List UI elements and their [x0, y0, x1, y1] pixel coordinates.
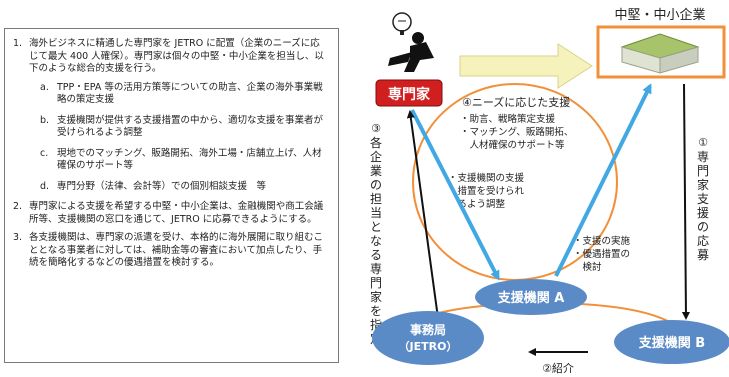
application-arrow — [681, 83, 690, 320]
sub-item-a: a. TPP・EPA 等の活用方策等についての助言、企業の海外事業戦略の策定支援 — [29, 82, 329, 107]
secretariat-node: 事務局 （JETRO） — [372, 311, 484, 365]
needs-title: ④ニーズに応じた支援 — [462, 95, 570, 109]
referral-label: ②紹介 — [542, 362, 574, 375]
needs-item: ・マッチング、販路開拓、 — [460, 126, 573, 138]
description-panel: 1. 海外ビジネスに精通した専門家を JETRO に配置（企業のニーズに応じて最… — [4, 28, 339, 363]
company-label: 中堅・中小企業 — [614, 7, 705, 23]
list-item-3: 3. 各支援機関は、専門家の派遣を受け、本格的に海外展開に取り組むこととなる事業… — [13, 232, 329, 270]
sub-item-c: c. 現地でのマッチング、販路開拓、海外工場・店舗立上げ、人材確保のサポート等 — [29, 148, 329, 173]
step3-vertical-text: ③ 各 企 業 の 担 当 と な る 専 門 家 を 指 定 — [370, 122, 382, 346]
implementation-line: 検討 — [573, 261, 602, 273]
expert-badge: 専門家 — [375, 79, 443, 107]
item-number: 1. — [13, 38, 23, 49]
sub-item-text: 専門分野（法律、会計等）での個別相談支援 等 — [57, 180, 267, 192]
implementation-note: ・支援の実施 ・優遇措置の 検討 — [573, 235, 631, 273]
step1-char: ① — [698, 136, 708, 149]
step3-char: を — [370, 304, 382, 318]
implementation-arrow — [554, 83, 652, 277]
step3-char: の — [370, 178, 382, 192]
step1-char: 応 — [697, 234, 709, 248]
sub-item-mark: c. — [40, 147, 49, 159]
step1-char: 門 — [697, 164, 709, 178]
factory-icon — [620, 33, 700, 74]
step1-vertical-text: ① 専 門 家 支 援 の 応 募 — [697, 136, 709, 262]
step3-char: な — [370, 234, 382, 248]
step1-char: 募 — [697, 248, 709, 262]
step3-char: る — [370, 248, 382, 262]
list-item-1: 1. 海外ビジネスに精通した専門家を JETRO に配置（企業のニーズに応じて最… — [13, 38, 329, 193]
agency-a-label: 支援機関 A — [497, 290, 565, 306]
support-flow-diagram: 中堅・中小企業 専門家 ④ニーズに応じた支援 ・助言、戦略策定支援 ・マッチング… — [370, 7, 729, 375]
step3-char: と — [370, 220, 382, 234]
implementation-line: ・支援の実施 — [573, 235, 631, 247]
sub-item-text: 現地でのマッチング、販路開拓、海外工場・店舗立上げ、人材確保のサポート等 — [57, 147, 322, 172]
coordination-arrow — [410, 109, 500, 281]
step3-char: 企 — [370, 149, 382, 164]
step3-char: 当 — [370, 206, 382, 220]
needs-item: 人材確保のサポート等 — [460, 139, 565, 151]
agency-b-label: 支援機関 B — [638, 335, 705, 351]
step1-char: 家 — [697, 177, 709, 192]
sub-item-b: b. 支援機関が提供する支援措置の中から、適切な支援を事業者が受けられるよう調整 — [29, 115, 329, 140]
step1-char: の — [697, 220, 709, 234]
step1-char: 専 — [697, 150, 709, 164]
secretariat-label: 事務局 — [410, 322, 446, 337]
coordination-line: ・支援機関の支援 — [448, 172, 525, 184]
expert-icon — [388, 12, 434, 72]
list-item-2: 2. 専門家による支援を希望する中堅・中小企業は、金融機関や商工会議所等、支援機… — [13, 201, 329, 226]
step1-char: 援 — [697, 206, 709, 220]
item-text: 各支援機関は、専門家の派遣を受け、本格的に海外展開に取り組むこととなる事業者に対… — [29, 232, 324, 268]
sub-item-d: d. 専門分野（法律、会計等）での個別相談支援 等 — [29, 181, 329, 194]
secretariat-sublabel: （JETRO） — [399, 340, 458, 353]
needs-item: ・助言、戦略策定支援 — [460, 113, 556, 125]
step3-char: 担 — [370, 192, 382, 206]
sub-item-text: 支援機関が提供する支援措置の中から、適切な支援を事業者が受けられるよう調整 — [57, 114, 324, 139]
step3-char: 家 — [370, 289, 382, 304]
needs-support-box: ④ニーズに応じた支援 ・助言、戦略策定支援 ・マッチング、販路開拓、 人材確保の… — [460, 95, 573, 151]
agency-a-node: 支援機関 A — [475, 279, 587, 315]
step3-char: 各 — [370, 135, 382, 150]
sub-item-mark: b. — [40, 114, 50, 126]
item-text: 専門家による支援を希望する中堅・中小企業は、金融機関や商工会議所等、支援機関の窓… — [29, 201, 324, 225]
sub-item-text: TPP・EPA 等の活用方策等についての助言、企業の海外事業戦略の策定支援 — [57, 81, 323, 106]
step3-char: 専 — [370, 262, 382, 276]
coordination-line: 措置を受けられ — [448, 185, 525, 197]
dispatch-arrow — [459, 43, 593, 89]
item-text: 海外ビジネスに精通した専門家を JETRO に配置（企業のニーズに応じて最大 4… — [29, 38, 324, 74]
implementation-line: ・優遇措置の — [573, 248, 630, 260]
company-node: 中堅・中小企業 — [596, 7, 726, 79]
assignment-arrow — [406, 110, 439, 319]
item-number: 3. — [13, 232, 23, 243]
agency-b-node: 支援機関 B — [614, 320, 729, 364]
step3-char: 門 — [370, 276, 382, 290]
step1-char: 支 — [697, 192, 709, 206]
sub-item-mark: a. — [40, 81, 49, 93]
sub-item-mark: d. — [40, 180, 50, 192]
step3-char: 業 — [370, 164, 382, 178]
step3-char: ③ — [371, 122, 381, 135]
item-number: 2. — [13, 201, 23, 212]
expert-label: 専門家 — [388, 86, 431, 103]
